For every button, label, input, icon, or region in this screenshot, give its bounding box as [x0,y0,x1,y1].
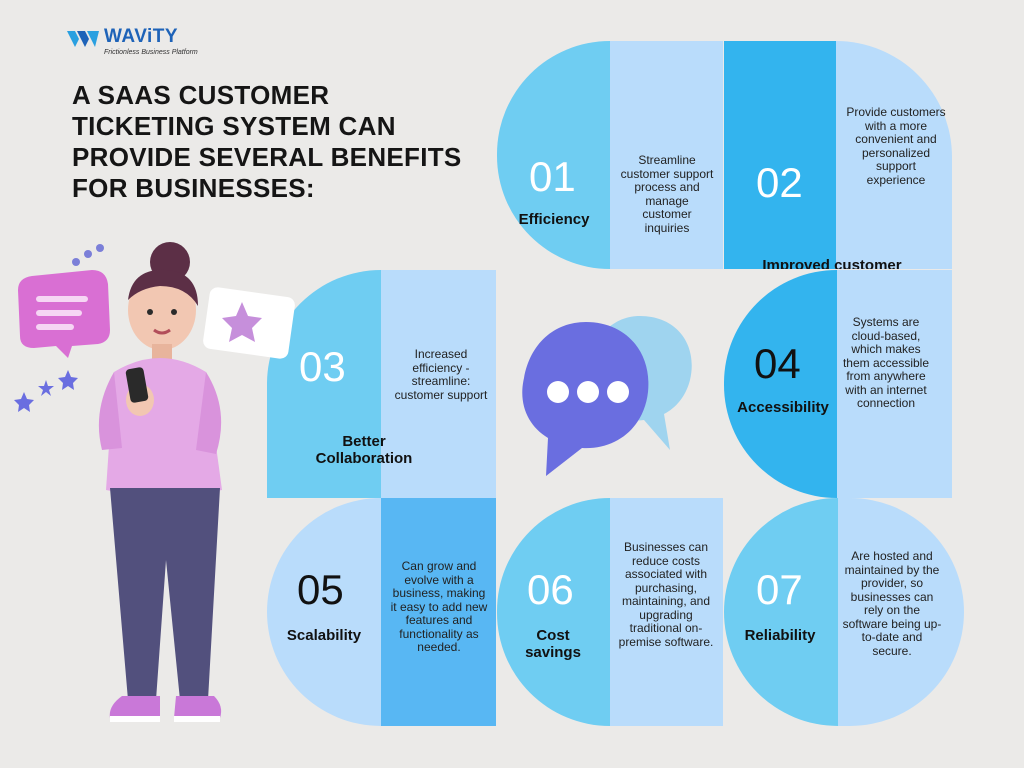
benefit-number: 07 [756,566,803,613]
benefit-description: Businesses can reduce costs associated w… [618,540,714,649]
benefit-title: Accessibility [737,399,829,416]
benefit-card-03: 03 Increased efficiency - streamline: cu… [267,270,496,498]
brand-name: WAViTY [104,26,179,47]
benefit-number: 01 [529,153,576,200]
benefit-title: Better Collaboration [315,433,413,467]
benefit-number: 03 [299,343,346,390]
benefit-description: Systems are cloud-based, which makes the… [842,315,930,410]
benefit-description: Are hosted and maintained by the provide… [842,549,942,658]
benefit-card-07: 07 Reliability Are hosted and maintained… [724,498,964,726]
benefit-title: Scalability [286,627,362,644]
benefit-title: Improved customer experience [762,257,902,269]
brand-logo: WAViTY Frictionless Business Platform [66,26,216,62]
star-card-icon [203,287,295,359]
chat-bubbles-icon [522,316,692,476]
benefit-description: Streamline customer support process and … [620,153,714,235]
benefit-title: Efficiency [518,211,590,228]
benefit-card-02: 02 Provide customers with a more conveni… [724,41,952,269]
benefit-description: Provide customers with a more convenient… [846,105,946,187]
benefit-description: Increased efficiency - streamline: custo… [394,347,488,402]
benefit-number: 02 [756,159,803,206]
benefit-number: 06 [527,566,574,613]
woman-with-phone-illustration [14,242,295,722]
wavity-logo-icon [67,31,99,47]
benefit-number: 04 [754,340,801,387]
benefit-number: 05 [297,566,344,613]
benefit-card-01: 01 Efficiency Streamline customer suppor… [497,41,723,269]
page-title: A SAAS CUSTOMER TICKETING SYSTEM CAN PRO… [72,80,462,203]
benefit-title: Cost savings [525,627,581,661]
benefit-card-04: 04 Accessibility Systems are cloud-based… [724,270,952,498]
benefit-title: Reliability [744,627,816,644]
benefit-card-05: 05 Scalability Can grow and evolve with … [267,498,496,726]
brand-tagline: Frictionless Business Platform [104,49,198,56]
benefit-card-06: 06 Cost savings Businesses can reduce co… [497,498,723,726]
benefit-description: Can grow and evolve with a business, mak… [390,559,488,654]
message-bubble-icon [18,270,110,358]
